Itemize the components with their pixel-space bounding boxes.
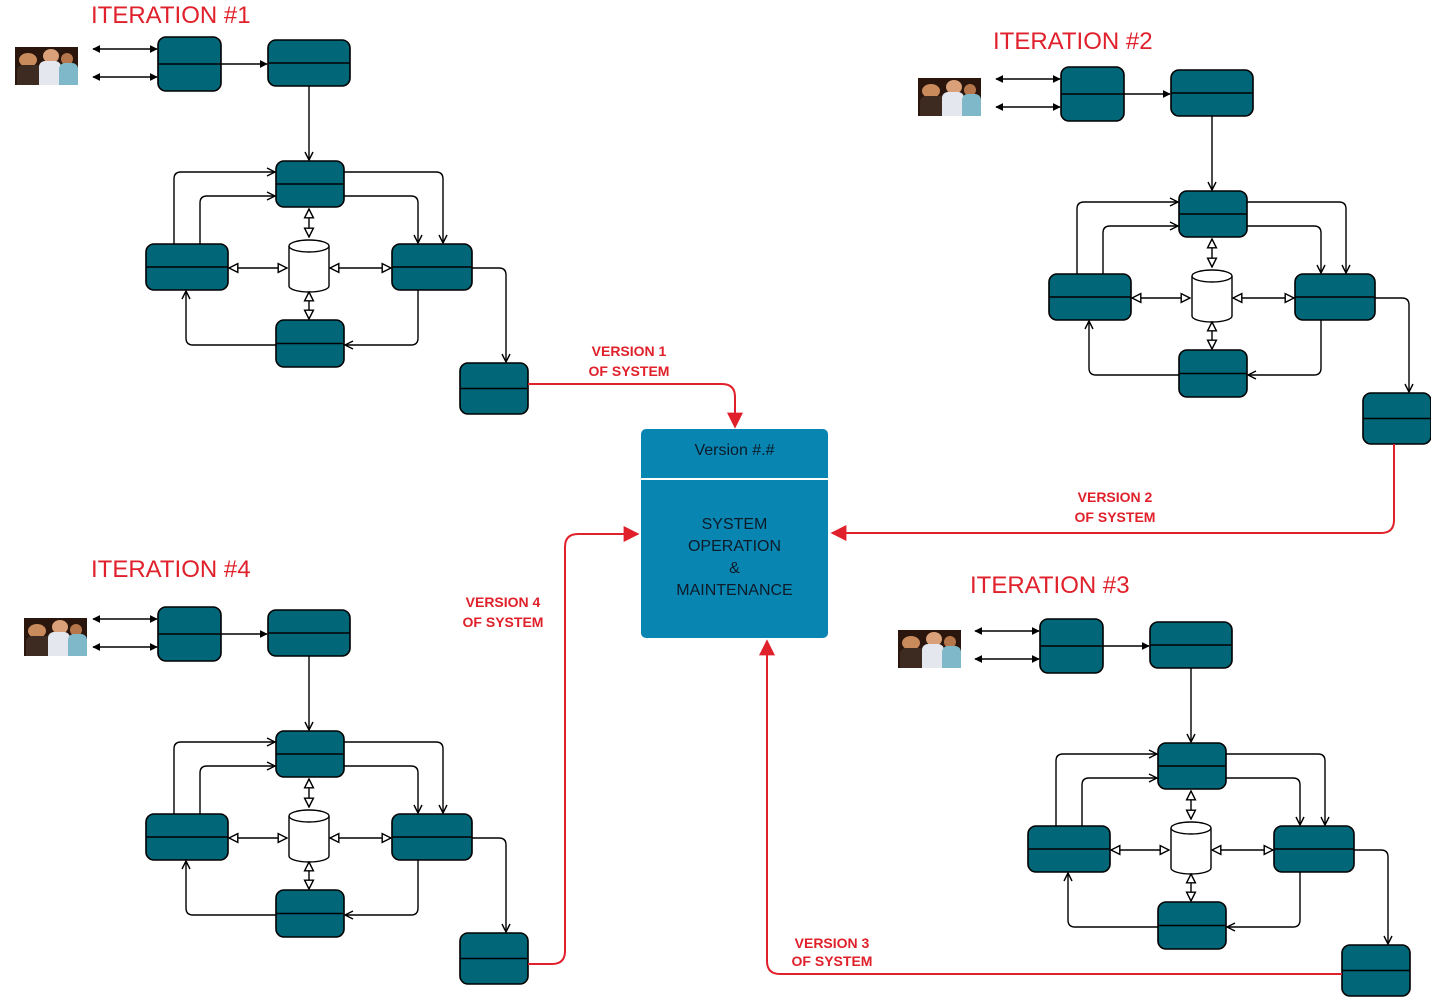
center-line-3: & [729,560,740,577]
iteration-3-output-arrow [1354,849,1388,944]
iteration-3-input-process-box [1039,618,1104,674]
iteration-3-loop-inner-left [1081,778,1157,826]
iteration-4-right-process-box [391,813,473,861]
iteration-4-output-arrow [472,837,506,932]
iteration-4-input-process-box [157,606,222,662]
iteration-2-right-process-box [1294,273,1376,321]
iteration-1-output-process-box [459,362,529,415]
center-line-1: SYSTEM [701,516,768,533]
iteration-4-loop-right-bottom [345,860,419,915]
iteration-4-database-icon [288,809,330,863]
iteration-3-bottom-process-box [1157,901,1227,950]
version-1-label: VERSION 1 OF SYSTEM [589,341,670,381]
iteration-2-output-process-box [1362,392,1431,445]
version-4-line-1: VERSION 4 [465,594,541,610]
center-line-4: MAINTENANCE [676,582,793,599]
iteration-2-loop-right-bottom [1248,320,1322,375]
iteration-2-database-icon [1191,269,1233,323]
iteration-3-loop-bottom-left [1068,873,1158,928]
version-2-arrow [830,444,1395,541]
iteration-1-left-process-box [145,243,229,291]
iteration-2-left-process-box [1048,273,1132,321]
version-2-line-1: VERSION 2 [1077,489,1153,505]
iteration-4-design-process-box [267,609,351,657]
iteration-1-loop-outer-right [344,171,443,243]
iteration-3-loop-outer-right [1226,753,1325,825]
iteration-3-cluster [974,618,1411,997]
iteration-1-loop-right-bottom [345,290,419,345]
iteration-4-center-top-box [275,730,345,778]
iteration-1-input-process-box [157,36,222,92]
iteration-3-design-process-box [1149,621,1233,669]
iteration-2-loop-outer-left [1076,202,1178,274]
version-1-line-2: OF SYSTEM [588,363,670,379]
iteration-2-cluster [995,66,1431,445]
version-3-arrow [759,639,1342,975]
version-3-line-1: VERSION 3 [794,935,870,951]
iteration-1-title: ITERATION #1 [91,2,251,29]
iteration-4-left-process-box [145,813,229,861]
version-2-line-2: OF SYSTEM [1074,509,1156,525]
iteration-1-right-process-box [391,243,473,291]
iteration-1-cluster [92,36,529,415]
version-4-line-2: OF SYSTEM [462,614,544,630]
iteration-1-design-process-box [267,39,351,87]
iteration-3-database-icon [1170,821,1212,875]
iteration-3-center-top-box [1157,742,1227,790]
version-2-label: VERSION 2 OF SYSTEM [1075,487,1156,527]
iteration-4-title: ITERATION #4 [91,556,251,583]
version-1-line-1: VERSION 1 [591,343,667,359]
iteration-2-title: ITERATION #2 [993,28,1153,55]
version-number-header: Version #.# [694,442,775,459]
version-4-label: VERSION 4 OF SYSTEM [463,592,544,632]
iteration-3-loop-right-bottom [1227,872,1301,927]
iteration-1-center-top-box [275,160,345,208]
iteration-4-loop-inner-right [344,765,418,813]
iteration-2-input-process-box [1060,66,1125,122]
iteration-4-loop-outer-left [173,742,275,814]
iteration-1-loop-inner-left [199,196,275,244]
version-4-arrow [528,526,640,965]
iteration-2-loop-bottom-left [1089,321,1179,376]
team-photo-4 [24,618,87,656]
iteration-3-output-process-box [1341,944,1411,997]
iteration-3-loop-inner-right [1226,777,1300,825]
iteration-1-loop-bottom-left [186,291,276,346]
version-3-label: VERSION 3 OF SYSTEM [792,934,873,970]
iteration-1-loop-inner-right [344,195,418,243]
version-1-arrow [528,383,743,429]
iteration-1-output-arrow [472,267,506,362]
team-photo-2 [918,78,981,116]
iteration-4-loop-outer-right [344,741,443,813]
iteration-4-cluster [92,606,529,985]
iteration-2-output-arrow [1375,297,1409,392]
iteration-1-database-icon [288,239,330,293]
iteration-4-bottom-process-box [275,889,345,938]
center-line-2: OPERATION [687,538,782,555]
iteration-4-loop-bottom-left [186,861,276,916]
iteration-2-bottom-process-box [1178,349,1248,398]
iteration-2-loop-outer-right [1247,201,1346,273]
system-operation-box: Version #.# SYSTEM OPERATION & MAINTENAN… [641,429,828,638]
iteration-2-loop-inner-right [1247,225,1321,273]
iteration-3-title: ITERATION #3 [970,572,1130,599]
iteration-3-right-process-box [1273,825,1355,873]
center-box-divider [641,478,828,480]
team-photo-1 [15,47,78,85]
team-photo-3 [898,630,961,668]
iteration-4-loop-inner-left [199,766,275,814]
iteration-3-left-process-box [1027,825,1111,873]
iteration-2-loop-inner-left [1102,226,1178,274]
iteration-2-design-process-box [1170,69,1254,117]
iteration-2-center-top-box [1178,190,1248,238]
iteration-1-bottom-process-box [275,319,345,368]
iteration-1-loop-outer-left [173,172,275,244]
iteration-4-output-process-box [459,932,529,985]
iteration-3-loop-outer-left [1055,754,1157,826]
version-3-line-2: OF SYSTEM [791,953,873,969]
